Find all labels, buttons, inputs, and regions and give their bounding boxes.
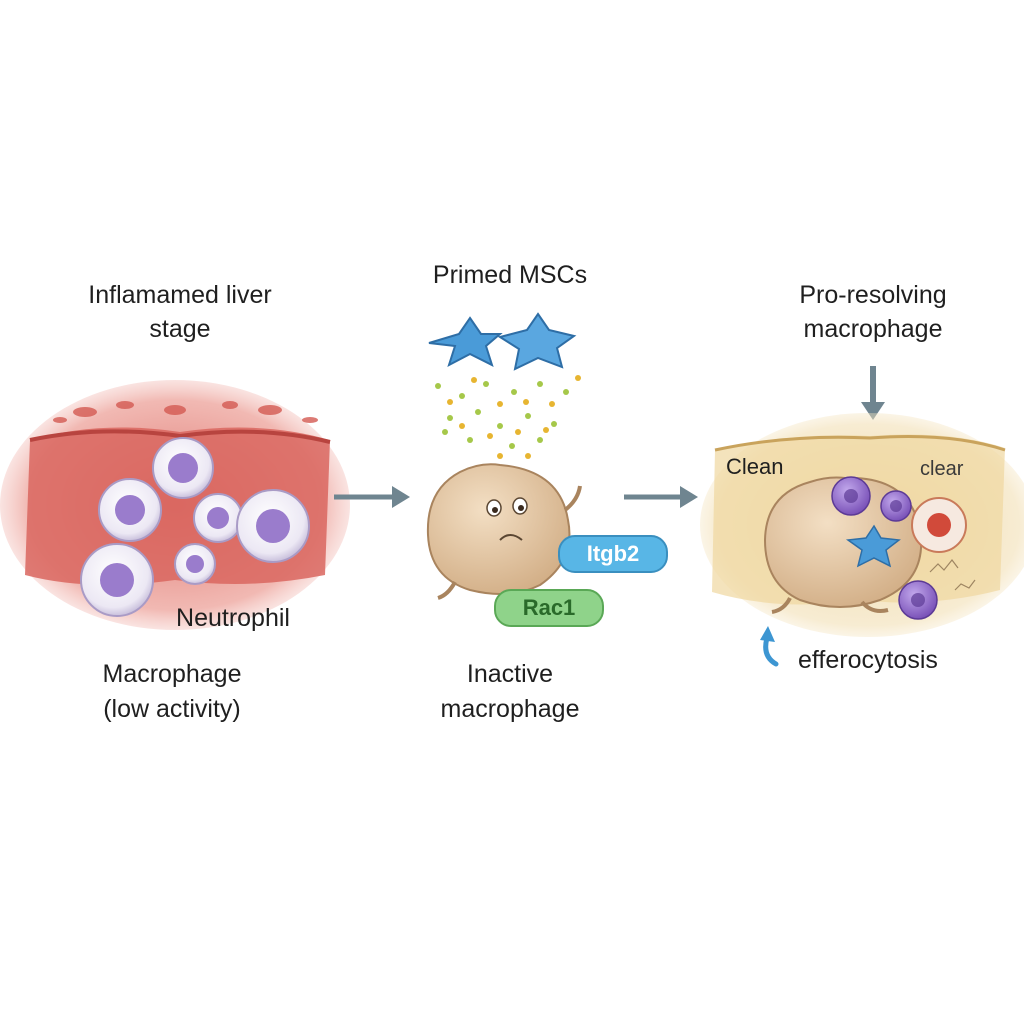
neutrophil-cell xyxy=(98,478,162,542)
right-title-line2: macrophage xyxy=(803,315,943,343)
star-msc-icon xyxy=(497,312,577,371)
star-msc-icon xyxy=(428,316,503,368)
neutrophil-cell xyxy=(80,543,154,617)
pro-resolving-macrophage xyxy=(763,476,967,620)
efferocytosis-label: efferocytosis xyxy=(798,646,938,674)
left-macrophage-line2: (low activity) xyxy=(103,695,241,723)
itgb2-pill: Itgb2 xyxy=(558,535,668,573)
rac1-pill: Rac1 xyxy=(494,589,604,627)
arrow-right-icon xyxy=(334,486,410,508)
middle-macrophage-line2: macrophage xyxy=(440,695,580,723)
left-title-line1: Inflamamed liver xyxy=(88,281,272,309)
neutrophil-cell xyxy=(152,437,214,499)
msc-stars xyxy=(428,312,577,371)
left-macrophage-line1: Macrophage xyxy=(102,660,242,688)
neutrophil-cell xyxy=(174,543,216,585)
neutrophil-cell xyxy=(236,489,310,563)
left-title-line2: stage xyxy=(149,315,211,343)
secreted-particles xyxy=(435,375,581,459)
arrow-right-icon xyxy=(624,486,698,508)
right-title-line1: Pro-resolving xyxy=(799,281,947,309)
curved-arrow-icon xyxy=(760,626,779,667)
star-msc-icon xyxy=(845,524,901,568)
tissue-label-left: Clean xyxy=(726,454,784,479)
inactive-macrophage xyxy=(426,463,582,607)
left-cells xyxy=(80,437,310,617)
arrow-down-icon xyxy=(861,366,885,420)
neutrophil-label: Neutrophil xyxy=(176,604,290,632)
middle-macrophage-line1: Inactive xyxy=(466,660,554,688)
middle-title: Primed MSCs xyxy=(432,261,588,289)
tissue-label-right: clear xyxy=(920,458,964,480)
neutrophil-cell xyxy=(193,493,243,543)
